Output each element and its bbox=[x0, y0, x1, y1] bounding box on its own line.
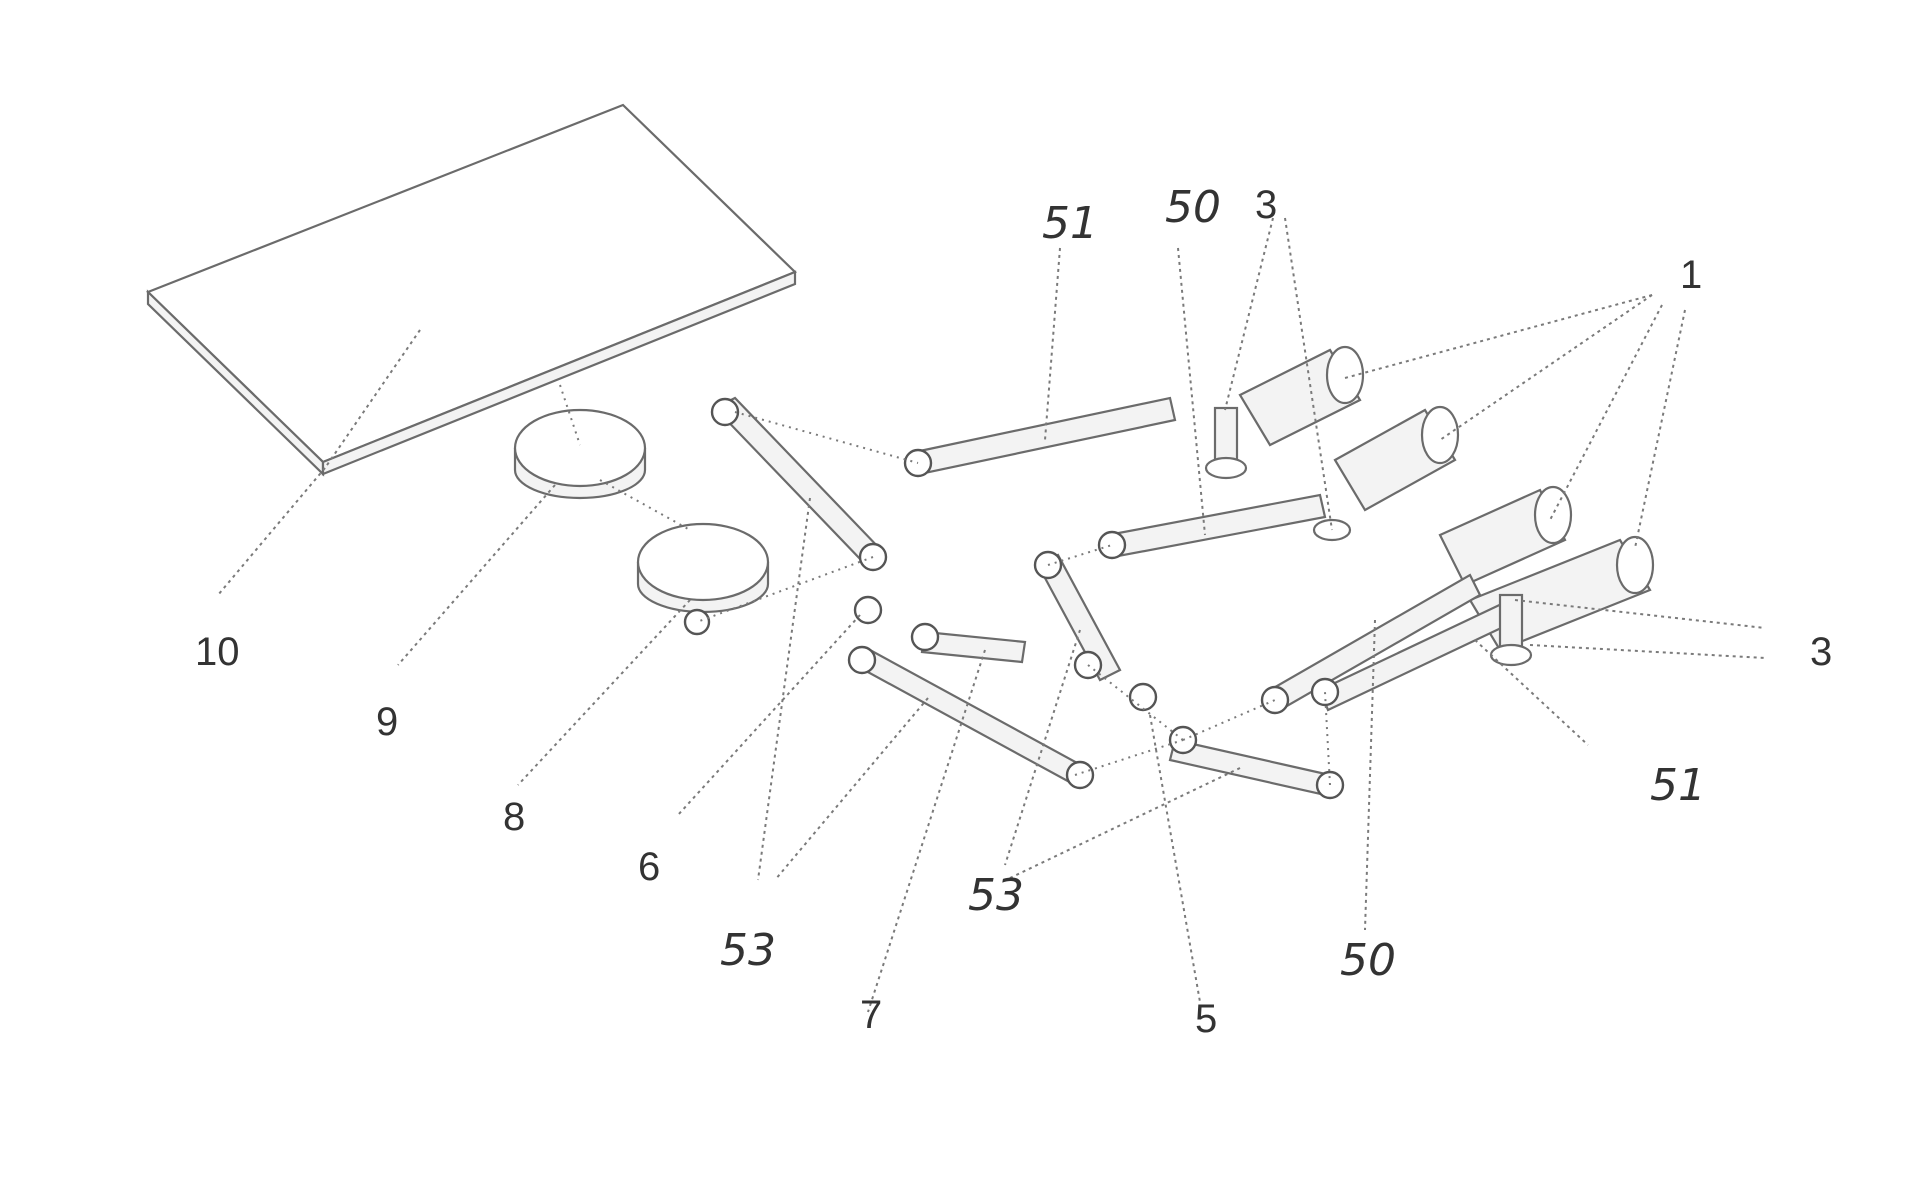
label-51-top: 51 bbox=[1042, 198, 1098, 249]
label-53-left: 53 bbox=[720, 925, 776, 976]
label-51-right: 51 bbox=[1650, 760, 1706, 811]
link-lower-left bbox=[855, 650, 1090, 785]
label-3-right: 3 bbox=[1810, 630, 1832, 674]
upper-disc bbox=[515, 410, 645, 498]
label-50-top: 50 bbox=[1165, 182, 1221, 233]
post-top bbox=[1206, 408, 1246, 478]
label-9: 9 bbox=[376, 700, 398, 744]
label-8: 8 bbox=[503, 795, 525, 839]
middle-rod bbox=[1108, 495, 1325, 557]
upper-rod bbox=[915, 398, 1175, 474]
platform-plate bbox=[148, 105, 795, 474]
label-5: 5 bbox=[1195, 997, 1217, 1041]
label-7: 7 bbox=[860, 993, 882, 1037]
label-53-center: 53 bbox=[968, 870, 1024, 921]
label-6: 6 bbox=[638, 845, 660, 889]
label-10: 10 bbox=[195, 630, 240, 674]
actuator-middle bbox=[1335, 407, 1458, 510]
label-50-bottom: 50 bbox=[1340, 935, 1396, 986]
label-1: 1 bbox=[1680, 253, 1702, 297]
lower-disc bbox=[638, 524, 768, 612]
axis-line bbox=[600, 480, 690, 530]
label-3-top: 3 bbox=[1255, 183, 1277, 227]
actuator-top bbox=[1240, 347, 1363, 445]
